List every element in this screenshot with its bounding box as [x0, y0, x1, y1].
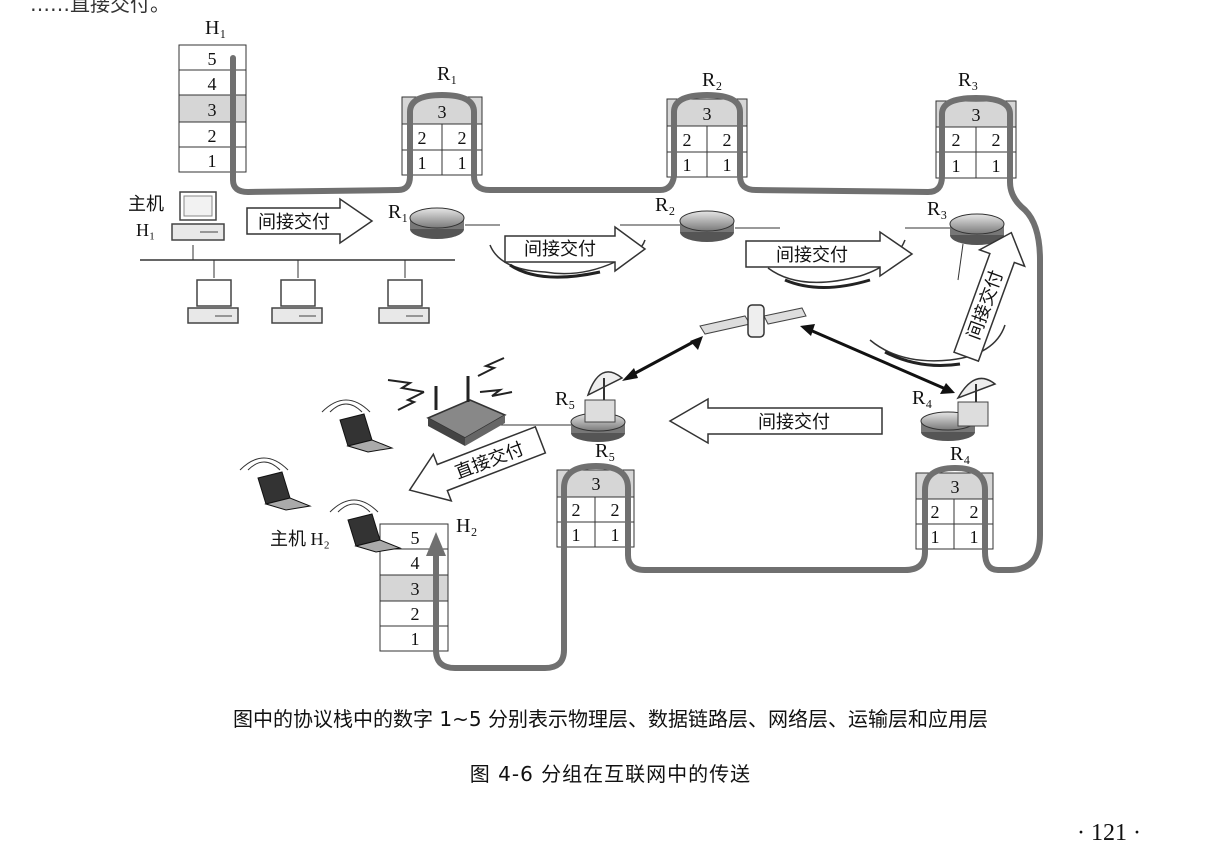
h2-layer-1: 1	[411, 629, 420, 649]
h2-layer-3: 3	[411, 579, 420, 599]
h2-host-label: 主机 H₂	[270, 529, 330, 549]
path-arrowhead	[426, 532, 446, 556]
h1-layer-1: 1	[208, 151, 217, 171]
r3-stack: R₃ 3 2 2 1 1	[935, 69, 1017, 179]
r4-device-label: R₄	[912, 387, 932, 409]
r3-layer-1-in: 1	[952, 156, 961, 176]
r3-layer-1-out: 1	[992, 156, 1001, 176]
h1-layer-4: 4	[208, 74, 217, 94]
wireless-access-point-icon	[426, 376, 507, 446]
h2-stack: H₂ 5 4 3 2 1	[379, 515, 477, 652]
r1-stack: R₁ 3 2 2 1 1	[401, 63, 483, 176]
r4-layer-1-in: 1	[931, 527, 940, 547]
h1-layer-2: 2	[208, 126, 217, 146]
r4-layer-1-out: 1	[970, 527, 979, 547]
r3-layer-3: 3	[972, 105, 981, 125]
r4-layer-3: 3	[951, 477, 960, 497]
protocol-layer-note: 图中的协议栈中的数字 1~5 分别表示物理层、数据链路层、网络层、运输层和应用层	[233, 707, 988, 731]
laptop-icon	[239, 457, 312, 511]
arrow-label: 间接交付	[776, 245, 848, 265]
arrow-label: 间接交付	[758, 412, 830, 432]
h2-laptop-icon	[329, 499, 402, 553]
r2-device-label: R₂	[655, 194, 675, 216]
r5-layer-1-out: 1	[611, 525, 620, 545]
r2-router-icon	[679, 210, 735, 242]
indirect-delivery-arrow-2: 间接交付	[504, 225, 647, 273]
lan-computer-icon	[378, 279, 430, 324]
r5-layer-3: 3	[592, 474, 601, 494]
r3-stack-label: R₃	[958, 69, 978, 91]
figure-title: 图 4-6 分组在互联网中的传送	[469, 762, 752, 786]
h2-layer-2: 2	[411, 604, 420, 624]
r5-layer-2-out: 2	[611, 500, 620, 520]
arrow-label: 间接交付	[963, 268, 1006, 342]
laptop-icon	[321, 399, 394, 453]
r2-stack: R₂ 3 2 2 1 1	[666, 69, 748, 178]
indirect-delivery-arrow-4: 间接交付	[953, 231, 1026, 363]
top-text-fragment: ……直接交付。	[30, 0, 170, 16]
satellite-icon	[699, 304, 807, 338]
r1-layer-1-in: 1	[418, 153, 427, 173]
r4-satellite-router-icon	[920, 377, 997, 441]
r5-device-label: R₅	[555, 388, 575, 410]
h2-stack-label: H₂	[456, 515, 477, 537]
r3-layer-2-in: 2	[952, 130, 961, 150]
h1-layer-3: 3	[208, 100, 217, 120]
arrow-label: 间接交付	[258, 212, 330, 232]
h2-layer-4: 4	[411, 553, 420, 573]
page-number: · 121 ·	[1077, 820, 1141, 846]
r2-layer-3: 3	[703, 104, 712, 124]
h2-layer-5: 5	[411, 528, 420, 548]
indirect-delivery-arrow-3: 间接交付	[745, 230, 914, 278]
r1-layer-3: 3	[438, 102, 447, 122]
network-diagram: H₁ 5 4 3 2 1 R₁ 3 2 2 1 1 R₂ 3 2 2 1 1	[128, 17, 1043, 671]
lan-computer-icon	[271, 279, 323, 324]
lan-computer-icon	[187, 279, 239, 324]
r4-layer-2-in: 2	[931, 502, 940, 522]
h1-computer-icon	[171, 191, 225, 241]
r2-layer-2-in: 2	[683, 130, 692, 150]
r1-layer-2-out: 2	[458, 128, 467, 148]
r4-layer-2-out: 2	[970, 502, 979, 522]
r2-layer-1-out: 1	[723, 155, 732, 175]
h1-stack-label: H₁	[205, 17, 226, 39]
r1-layer-2-in: 2	[418, 128, 427, 148]
r2-stack-label: R₂	[702, 69, 722, 91]
r5-layer-2-in: 2	[572, 500, 581, 520]
r2-layer-1-in: 1	[683, 155, 692, 175]
r5-stack: R₅ 3 2 2 1 1	[556, 440, 635, 548]
r5-satellite-router-icon	[570, 371, 626, 442]
packet-path	[230, 55, 1043, 671]
r3-layer-2-out: 2	[992, 130, 1001, 150]
indirect-delivery-arrow-1: 间接交付	[246, 197, 374, 245]
r1-device-label: R₁	[388, 201, 408, 223]
r5-layer-1-in: 1	[572, 525, 581, 545]
arrow-label: 间接交付	[524, 239, 596, 259]
h1-host-sublabel: H₁	[136, 220, 155, 240]
h1-host-label: 主机	[128, 194, 164, 214]
r2-layer-2-out: 2	[723, 130, 732, 150]
r4-stack-label: R₄	[950, 443, 970, 465]
lightning-icon	[387, 357, 513, 411]
r5-stack-label: R₅	[595, 440, 615, 462]
r3-router-icon	[949, 213, 1005, 245]
indirect-delivery-arrow-5: 间接交付	[668, 397, 883, 445]
r1-stack-label: R₁	[437, 63, 457, 85]
r1-router-icon	[409, 207, 465, 239]
r3-device-label: R₃	[927, 198, 947, 220]
h1-layer-5: 5	[208, 49, 217, 69]
r1-layer-1-out: 1	[458, 153, 467, 173]
